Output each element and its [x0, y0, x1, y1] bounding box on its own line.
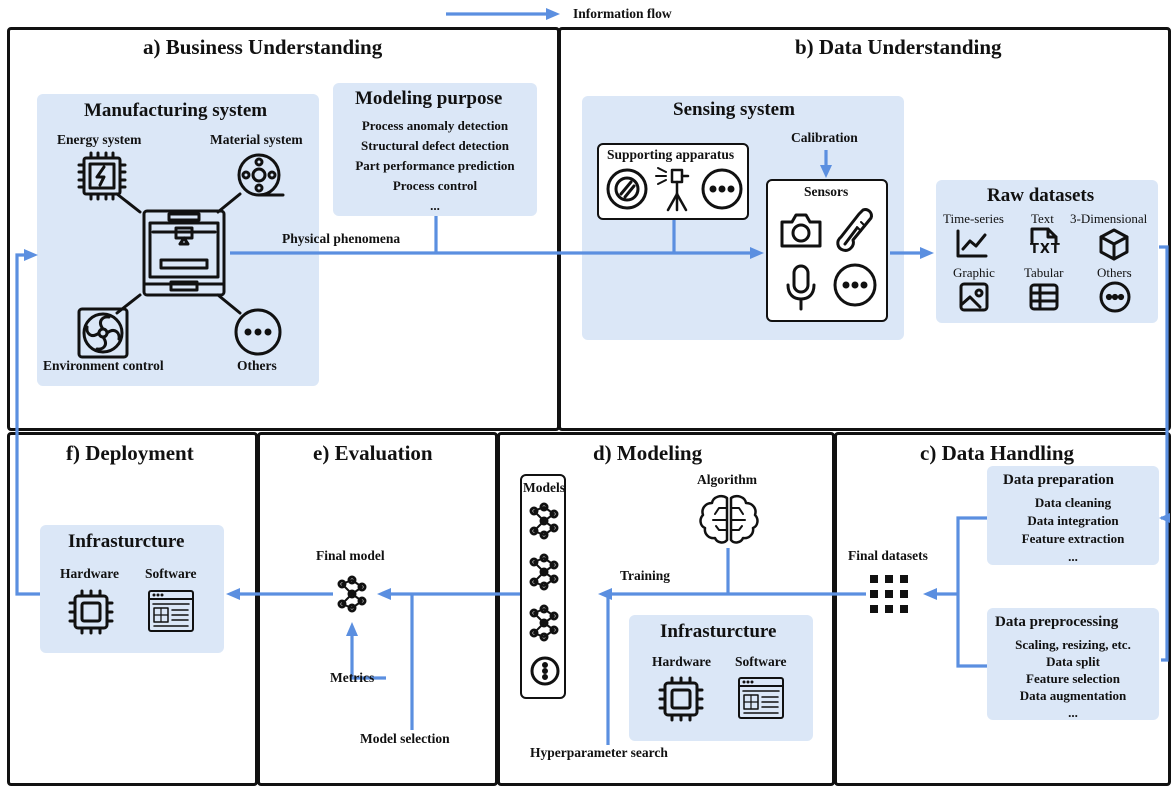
software-window-icon: [738, 677, 784, 719]
deployment-infra-title: Infrasturcture: [68, 531, 185, 552]
manufacturing-links: [115, 192, 242, 315]
sensing-title: Sensing system: [673, 99, 795, 120]
preproc-list: Scaling, resizing, etc. Data split Featu…: [987, 636, 1159, 721]
final-datasets-label: Final datasets: [848, 548, 928, 563]
network-icon: [529, 604, 559, 642]
prep-title: Data preparation: [1003, 472, 1114, 488]
thermometer-icon: [836, 208, 873, 252]
raw-type-time-series: Time-series: [943, 211, 1004, 226]
raw-type-text: Text: [1031, 211, 1054, 226]
material-label: Material system: [210, 132, 303, 147]
chip-icon: [658, 676, 704, 722]
model-selection-label: Model selection: [360, 731, 450, 746]
txt-glyph: TXT: [1030, 242, 1061, 257]
cube-icon: [1099, 228, 1129, 261]
calibration-label: Calibration: [791, 130, 858, 145]
sensors-box: [766, 179, 888, 322]
grid-icon: [870, 575, 908, 613]
preproc-item: ...: [1068, 705, 1078, 720]
energy-label: Energy system: [57, 132, 142, 147]
lamp-icon: [655, 167, 690, 212]
raw-title: Raw datasets: [987, 185, 1095, 206]
manufacturing-title: Manufacturing system: [84, 100, 268, 121]
network-icon: [529, 502, 559, 540]
chart-icon: [956, 229, 988, 258]
algorithm-label: Algorithm: [697, 472, 757, 487]
data-preparation-box: [987, 466, 1159, 565]
table-icon: [1029, 283, 1059, 311]
fan-icon: [77, 307, 129, 359]
prep-item: Feature extraction: [1021, 531, 1125, 546]
purpose-item: Process control: [392, 178, 478, 193]
prep-item: ...: [1068, 549, 1078, 564]
more-apparatus-icon: [701, 168, 743, 210]
data-handling-title: c) Data Handling: [920, 441, 1075, 465]
raw-type-3d: 3-Dimensional: [1070, 211, 1148, 226]
more-sensors-icon: [833, 263, 877, 307]
data-preprocessing-box: [987, 608, 1159, 720]
panel-evaluation: [257, 432, 498, 786]
purpose-item: ...: [430, 198, 440, 213]
environment-label: Environment control: [43, 358, 164, 373]
raw-type-graphic: Graphic: [953, 265, 995, 280]
physical-phenomena-label: Physical phenomena: [282, 231, 401, 246]
energy-icon: [77, 151, 127, 201]
modeling-title: d) Modeling: [593, 441, 703, 465]
deployment-title: f) Deployment: [66, 441, 194, 465]
others-icon: [234, 308, 282, 356]
purpose-item: Part performance prediction: [355, 158, 515, 173]
final-model-network-icon: [337, 575, 367, 613]
brain-icon: [699, 494, 759, 544]
purpose-item: Process anomaly detection: [361, 118, 509, 133]
raw-type-others: Others: [1097, 265, 1132, 280]
material-icon: [237, 153, 285, 197]
evaluation-title: e) Evaluation: [313, 441, 433, 465]
preproc-item: Data augmentation: [1019, 688, 1127, 703]
deployment-infrastructure-box: [40, 525, 224, 653]
models-label: Models: [523, 480, 565, 495]
preproc-item: Scaling, resizing, etc.: [1015, 637, 1131, 652]
training-label: Training: [620, 568, 671, 583]
txt-icon: [1030, 227, 1058, 244]
prep-item: Data integration: [1027, 513, 1119, 528]
preproc-title: Data preprocessing: [995, 614, 1119, 630]
printer-icon: [142, 209, 226, 297]
deployment-hardware-label: Hardware: [60, 566, 119, 581]
others-label: Others: [237, 358, 277, 373]
preproc-item: Data split: [1046, 654, 1100, 669]
deployment-software-label: Software: [145, 566, 197, 581]
purpose-list: Process anomaly detection Structural def…: [333, 116, 537, 216]
purpose-item: Structural defect detection: [360, 138, 509, 153]
preproc-item: Feature selection: [1026, 671, 1120, 686]
purpose-title: Modeling purpose: [355, 88, 503, 109]
image-icon: [959, 282, 989, 312]
modeling-hardware-label: Hardware: [652, 654, 711, 669]
network-icon: [529, 553, 559, 591]
raw-others-icon: [1099, 281, 1131, 313]
prep-list: Data cleaning Data integration Feature e…: [987, 494, 1159, 566]
chip-icon: [68, 589, 114, 635]
more-models-icon: [530, 656, 560, 686]
apparatus-label: Supporting apparatus: [607, 147, 735, 162]
microphone-icon: [786, 264, 816, 311]
modeling-software-label: Software: [735, 654, 787, 669]
business-title: a) Business Understanding: [143, 35, 383, 59]
legend-label: Information flow: [573, 6, 672, 21]
modeling-purpose-box: [333, 83, 537, 216]
prep-item: Data cleaning: [1034, 495, 1112, 510]
data-understanding-title: b) Data Understanding: [795, 35, 1002, 59]
raw-type-tabular: Tabular: [1024, 265, 1064, 280]
lens-icon: [606, 168, 648, 210]
final-model-label: Final model: [316, 548, 385, 563]
sensors-label: Sensors: [804, 184, 849, 199]
metrics-label: Metrics: [330, 670, 375, 685]
modeling-infra-title: Infrasturcture: [660, 621, 777, 642]
camera-icon: [780, 213, 822, 248]
software-window-icon: [148, 590, 194, 632]
hyperparameter-label: Hyperparameter search: [530, 745, 668, 760]
